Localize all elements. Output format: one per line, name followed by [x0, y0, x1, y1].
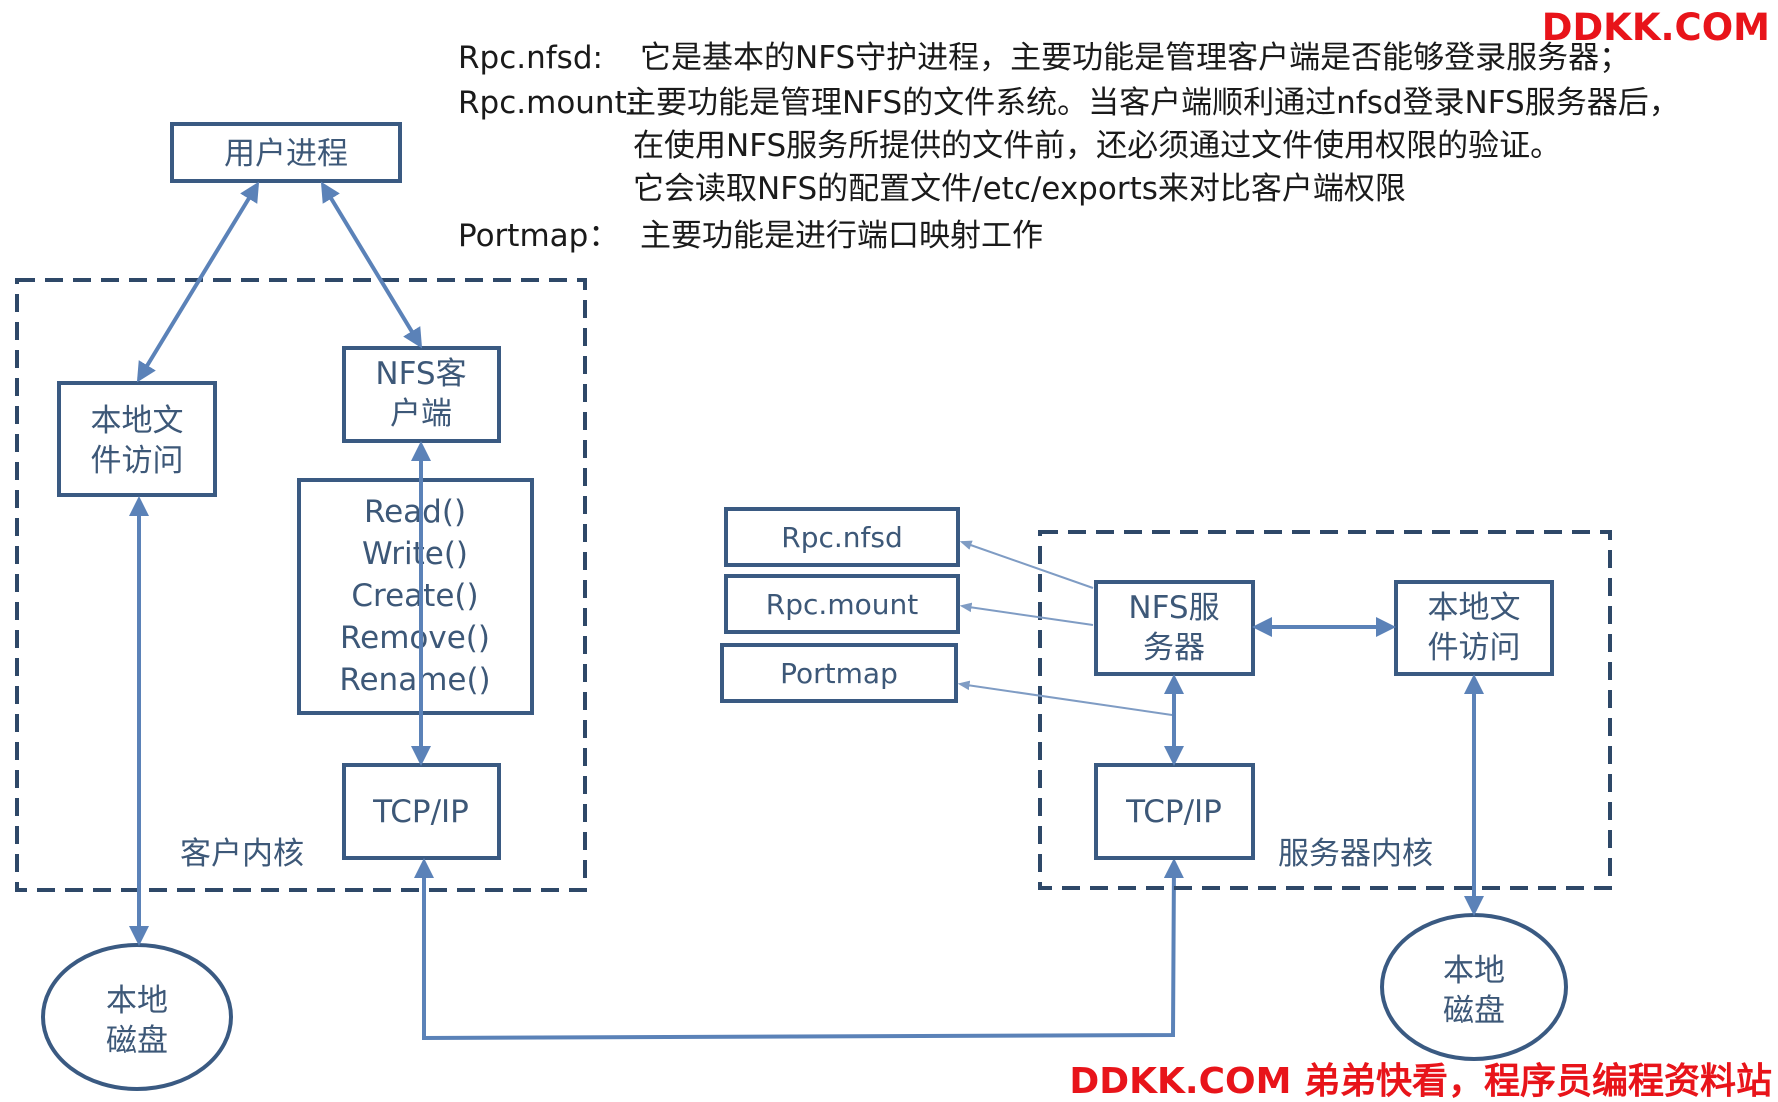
- desc-portmap-line-1: 主要功能是进行端口映射工作: [640, 218, 1043, 254]
- desc-rpc-mount-line-2: 在使用NFS服务所提供的文件前，还必须通过文件使用权限的验证。: [633, 128, 1561, 164]
- user-process-label: 用户进程: [224, 136, 348, 172]
- client-kernel-frame: [15, 278, 587, 892]
- server-disk-line-1: 本地: [1443, 953, 1505, 989]
- arrow-tcpip-to-portmap: [957, 680, 1173, 716]
- desc-rpc-mount-line-1: 主要功能是管理NFS的文件系统。当客户端顺利通过nfsd登录NFS服务器后，: [625, 85, 1680, 121]
- server-local-file-access-line-1: 本地文: [1428, 590, 1521, 626]
- desc-rpc-mount-line-3: 它会读取NFS的配置文件/etc/exports来对比客户端权限: [633, 171, 1406, 207]
- rpc-mount-label: Rpc.mount: [766, 588, 918, 621]
- client-local-file-access-box: [57, 381, 217, 497]
- arrow-user-process-to-nfs-client: [320, 181, 423, 349]
- watermark-bottom: DDKK.COM 弟弟快看，程序员编程资料站: [1069, 1061, 1772, 1102]
- description-block: Rpc.nfsd: 它是基本的NFS守护进程，主要功能是管理客户端是否能够登录服…: [458, 40, 1680, 254]
- arrow-client-tcpip-to-server-tcpip: [414, 858, 1184, 1041]
- nfs-client-line-2: 户端: [390, 396, 452, 432]
- rpc-nfsd-label: Rpc.nfsd: [781, 521, 903, 554]
- client-tcpip-label: TCP/IP: [372, 794, 469, 830]
- client-local-file-access-line-1: 本地文: [91, 403, 184, 439]
- client-kernel-label: 客户内核: [180, 836, 304, 872]
- server-tcpip-label: TCP/IP: [1125, 794, 1222, 830]
- server-local-file-access-box: [1394, 580, 1554, 676]
- rpc-mount-box: [724, 574, 960, 634]
- user-process-box: [170, 122, 402, 183]
- rpc-nfsd-box: [724, 507, 960, 567]
- desc-term-portmap: Portmap：: [458, 218, 619, 254]
- server-tcpip-box: [1094, 763, 1255, 860]
- arrow-nfs-server-to-rpc-mount: [959, 602, 1094, 626]
- server-local-file-access-line-2: 件访问: [1428, 630, 1521, 666]
- op-create: Create(): [351, 578, 478, 614]
- op-read: Read(): [364, 494, 466, 530]
- nfs-server-line-2: 务器: [1143, 630, 1205, 666]
- portmap-label: Portmap: [780, 657, 898, 690]
- server-disk-line-2: 磁盘: [1443, 993, 1505, 1029]
- nfs-server-line-1: NFS服: [1128, 590, 1219, 626]
- desc-term-rpc-nfsd: Rpc.nfsd:: [458, 40, 603, 76]
- portmap-box: [720, 643, 958, 703]
- op-rename: Rename(): [339, 662, 490, 698]
- arrow-nfs-server-to-rpc-nfsd: [959, 540, 1094, 589]
- nfs-client-box: [342, 346, 501, 443]
- client-disk-line-2: 磁盘: [106, 1023, 168, 1059]
- server-kernel-frame: [1038, 530, 1612, 890]
- client-tcpip-box: [342, 763, 501, 860]
- watermark-top: DDKK.COM: [1542, 6, 1770, 49]
- nfs-server-box: [1094, 580, 1255, 676]
- desc-term-rpc-mount: Rpc.mount:: [458, 85, 637, 121]
- desc-rpc-nfsd-line-1: 它是基本的NFS守护进程，主要功能是管理客户端是否能够登录服务器；: [640, 40, 1630, 76]
- arrow-user-process-to-local-file: [136, 181, 260, 383]
- nfs-client-line-1: NFS客: [375, 356, 466, 392]
- server-kernel-label: 服务器内核: [1278, 836, 1433, 872]
- client-disk-line-1: 本地: [106, 983, 168, 1019]
- client-local-file-access-line-2: 件访问: [91, 443, 184, 479]
- op-write: Write(): [362, 536, 468, 572]
- op-remove: Remove(): [340, 620, 490, 656]
